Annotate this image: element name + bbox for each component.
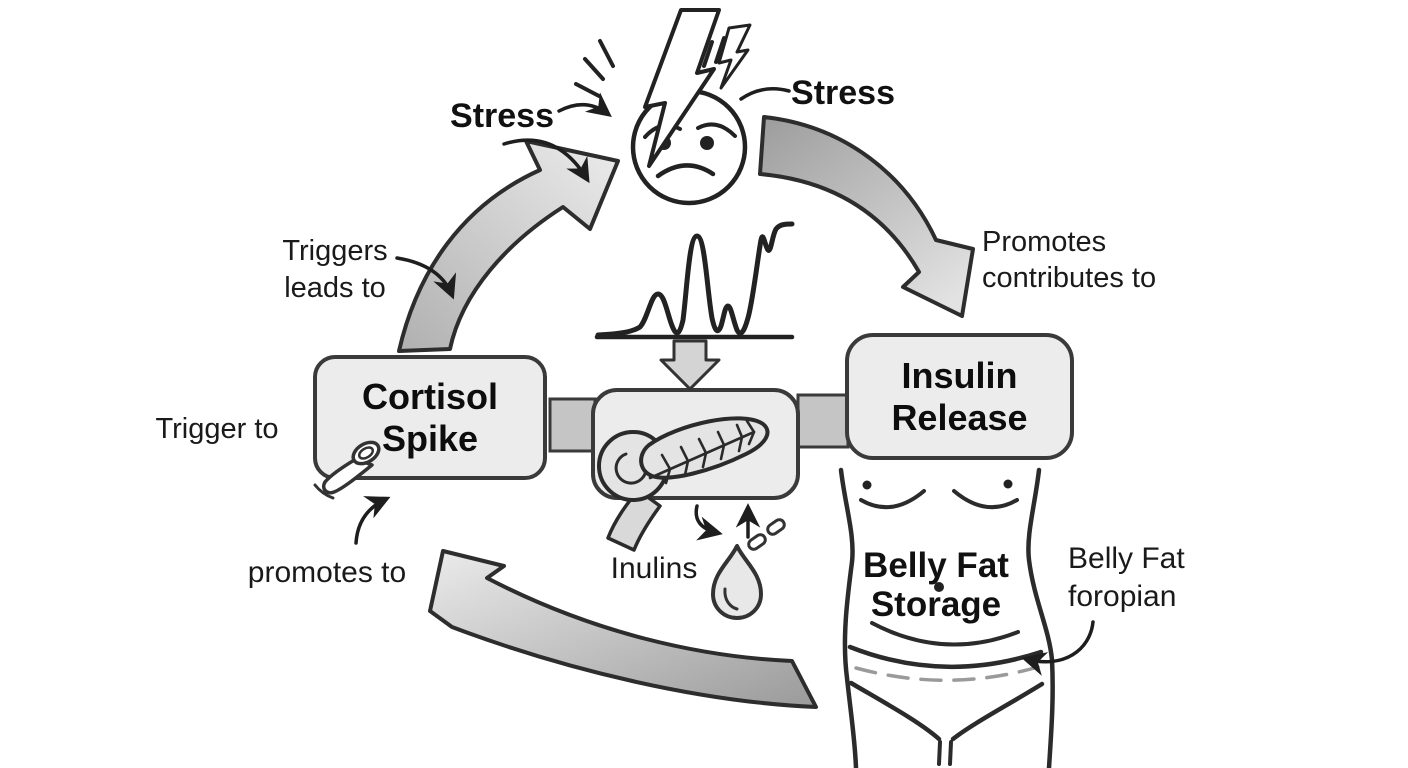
triggers-arrow [395,256,457,300]
promotes-to-label: promotes to [247,556,407,589]
insulin-release-box [845,333,1074,460]
pill-icon [747,518,786,551]
down-block-arrow [659,339,721,391]
stress-label-left: Stress [450,97,554,135]
cortisol-spike-label: Cortisol Spike [361,375,498,459]
waveform-icon [594,221,795,340]
cycle-arrow-up-left [397,139,620,353]
lightning-icon [574,8,752,168]
secretion-arrows [694,503,761,541]
triggers-label: Triggers leads to [282,235,388,304]
belly-fat-arrow [1021,620,1095,676]
cycle-arrow-top-right [758,115,975,318]
inulins-label: Inulins [610,552,698,585]
connector-bars [548,393,850,453]
cortisol-vial-icon [313,440,381,500]
belly-fat-storage-label: Belly Fat Storage [863,546,1009,624]
promotes-to-arrow [354,496,391,545]
pancreas-icon [597,416,770,552]
promotes-contributes-label: Promotes contributes to [982,226,1157,294]
droplet-icon [711,544,763,620]
torso-icon [838,467,1055,768]
cycle-arrow-bottom [428,549,818,709]
stress-label-right: Stress [791,74,895,112]
belly-fat-foropian-label: Belly Fat foropian [1068,542,1185,613]
label-arrows [354,256,1095,676]
stress-annotation-arrows [502,87,791,184]
insulin-release-label: Insulin Release [891,354,1028,438]
trigger-to-label: Trigger to [155,413,279,445]
